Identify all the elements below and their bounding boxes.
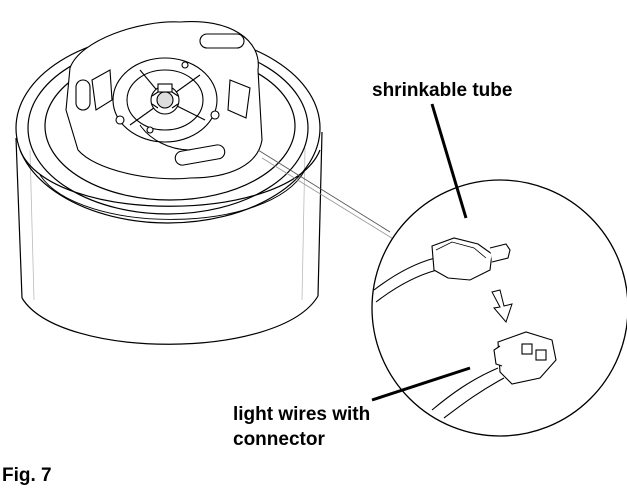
assembly-arrow [491, 289, 513, 323]
light-wire-connector [431, 331, 557, 419]
figure-caption: Fig. 7 [2, 465, 52, 486]
light-wires-label: light wires with connector [233, 402, 370, 452]
housing-wire [139, 124, 191, 151]
center-hub [150, 83, 180, 115]
detail-leader [257, 149, 396, 241]
shrinkable-tube-label: shrinkable tube [372, 80, 513, 101]
light-wires-label-line1: light wires with [233, 404, 371, 425]
shrinkable-tube-assembly [373, 237, 511, 303]
callout-pointers [371, 103, 471, 402]
light-wires-label-line2: connector [233, 429, 325, 450]
